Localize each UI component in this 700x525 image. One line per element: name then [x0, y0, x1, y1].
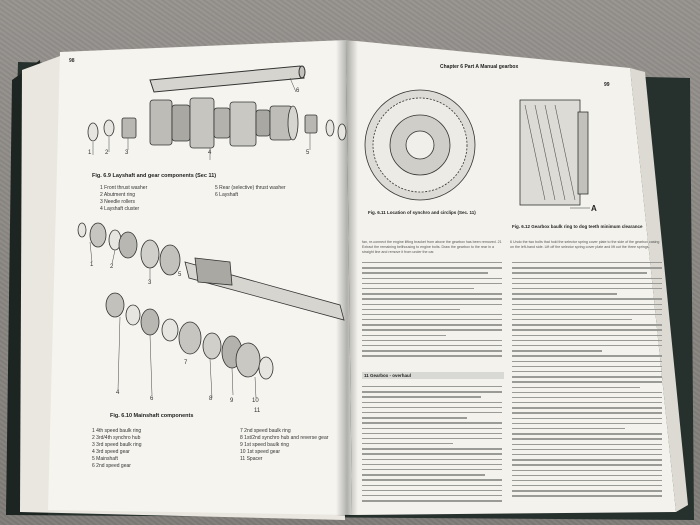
fig-bottom-number: 9	[230, 398, 234, 404]
fig-bottom-number: 11	[254, 408, 261, 414]
synchro-circlip-drawing	[364, 89, 476, 201]
legend-item: 2 3rd/4th synchro hub	[92, 435, 141, 441]
legend-item: 6 Layshaft	[215, 192, 239, 198]
legend-item: 10 1st speed gear	[240, 449, 281, 455]
col2-text: 6 Undo the two bolts that hold the selec…	[510, 240, 660, 250]
col1-text: fan, re-connect the engine lifting brack…	[362, 240, 502, 255]
fig-bottom-caption: Fig. 6.10 Mainshaft components	[110, 413, 194, 419]
mainshaft-drawing	[77, 222, 345, 380]
legend-item: 11 Spacer	[240, 456, 263, 462]
fig-top-number: 5	[306, 150, 310, 156]
fig-top-number: 6	[296, 88, 300, 94]
legend-item: 5 Mainshaft	[92, 456, 118, 462]
fig-bottom-number: 4	[116, 390, 120, 396]
fig-bottom-number: 7	[184, 360, 188, 366]
col1-text-lines-2	[362, 386, 502, 508]
section-title: 11 Gearbox - overhaul	[362, 372, 504, 379]
legend-item: 9 1st speed baulk ring	[240, 442, 289, 448]
legend-item: 7 2nd speed baulk ring	[240, 428, 291, 434]
legend-item: 4 3rd speed gear	[92, 449, 130, 455]
right-page-header: Chapter 6 Part A Manual gearbox	[440, 64, 519, 70]
legend-item: 3 Needle rollers	[100, 199, 136, 205]
fig-bottom-number: 5	[178, 272, 182, 278]
legend-item: 2 Abutment ring	[100, 192, 136, 198]
legend-item: 1 4th speed baulk ring	[92, 428, 142, 434]
fig-bottom-numbers: 1 2 3 4 5 6 7 8 9 10 11	[88, 262, 288, 422]
col2-text-lines	[512, 262, 662, 506]
legend-item: 5 Rear (selective) thrust washer	[215, 185, 286, 191]
right-page-number: 99	[604, 82, 610, 88]
fig-bottom-number: 10	[252, 398, 259, 404]
legend-item: 6 2nd speed gear	[92, 463, 131, 469]
fig-top-number: 2	[105, 150, 109, 156]
baulk-ring-drawing	[519, 99, 590, 209]
washers-drawing	[87, 114, 347, 142]
fig-right-caption: Fig. 6.12 Gearbox baulk ring to dog teet…	[512, 224, 643, 229]
gear-cluster-drawing	[149, 97, 299, 149]
fig-bottom-legend-col1: 1 4th speed baulk ring 2 3rd/4th synchro…	[92, 428, 141, 470]
left-page-number: 98	[69, 58, 75, 64]
legend-item: 3 3rd speed baulk ring	[92, 442, 142, 448]
legend-item: 1 Front thrust washer	[100, 185, 148, 191]
legend-item: 8 1st/2nd synchro hub and reverse gear	[240, 435, 329, 441]
legend-item: 4 Layshaft cluster	[100, 206, 140, 212]
fig-top-legend-col1: 1 Front thrust washer 2 Abutment ring 3 …	[100, 185, 147, 213]
fig-top-legend-col2: 5 Rear (selective) thrust washer 6 Laysh…	[215, 185, 295, 199]
fig-top-number: 4	[208, 150, 212, 156]
fig-bottom-number: 6	[150, 396, 154, 402]
fig-top-number: 3	[125, 150, 129, 156]
fig-bottom-number: 8	[209, 396, 213, 402]
fig-left-caption: Fig. 6.11 Location of synchro and circli…	[368, 210, 476, 215]
col1-text-lines	[362, 262, 502, 362]
layshaft-drawing	[149, 65, 306, 93]
fig-bottom-number: 3	[148, 280, 152, 286]
fig-bottom-number: 1	[90, 262, 94, 268]
fig-bottom-number: 2	[110, 264, 114, 270]
fig-top-caption: Fig. 6.9 Layshaft and gear components (S…	[92, 173, 217, 179]
fig-right-label: A	[591, 204, 597, 213]
fig-top-number: 1	[88, 150, 92, 156]
fig-bottom-legend-col2: 7 2nd speed baulk ring 8 1st/2nd synchro…	[240, 428, 335, 463]
